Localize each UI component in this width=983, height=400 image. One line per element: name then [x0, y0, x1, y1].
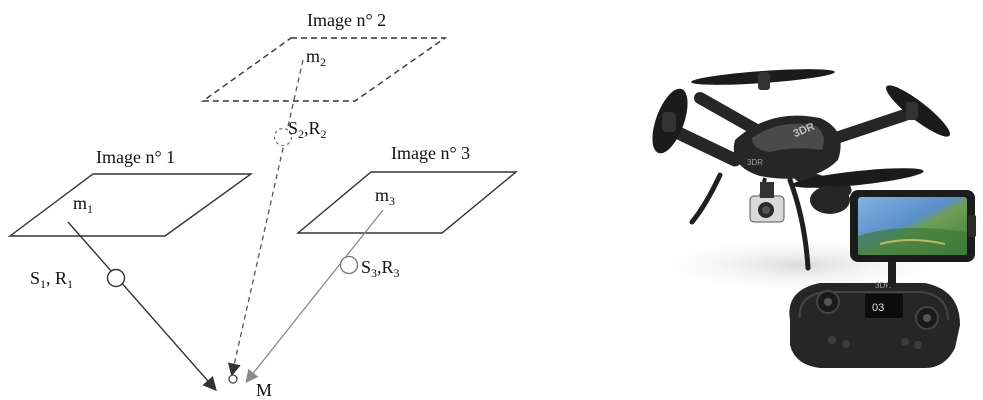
projection-center-1 — [106, 268, 126, 288]
object-point-label: M — [256, 380, 272, 400]
image-plane-2 — [200, 37, 448, 102]
image-title-3: Image n° 3 — [391, 143, 470, 163]
ray-1 — [67, 221, 217, 392]
projection-center-2 — [273, 127, 293, 147]
controller-readout: 03 — [872, 302, 884, 314]
projection-center-3 — [339, 255, 359, 275]
image-title-1: Image n° 1 — [96, 147, 175, 167]
ray-3 — [245, 209, 384, 384]
drone-side-logo: 3DR — [747, 158, 763, 167]
station-label-2: S2,R2 — [288, 118, 327, 141]
image-point-1: m1 — [73, 193, 93, 216]
multiview-diagram: Image n° 2 m2 Image n° 1 m1 Image n° 3 m… — [7, 10, 518, 400]
image-point-2: m2 — [306, 46, 326, 69]
image-point-3: m3 — [375, 185, 395, 208]
station-label-3: S3,R3 — [361, 257, 400, 280]
station-label-1: S1, R1 — [30, 268, 73, 291]
remote-controller: 03 3DR — [789, 190, 976, 368]
controller-logo: 3DR — [875, 281, 891, 290]
ray-2 — [227, 59, 304, 377]
quadcopter: 3DR 3DR — [652, 69, 951, 271]
drone-photo: 3DR 3DR 03 — [640, 69, 976, 368]
image-title-2: Image n° 2 — [307, 10, 386, 30]
image-plane-3 — [296, 171, 518, 234]
image-plane-1 — [7, 173, 254, 237]
object-point — [228, 374, 238, 384]
